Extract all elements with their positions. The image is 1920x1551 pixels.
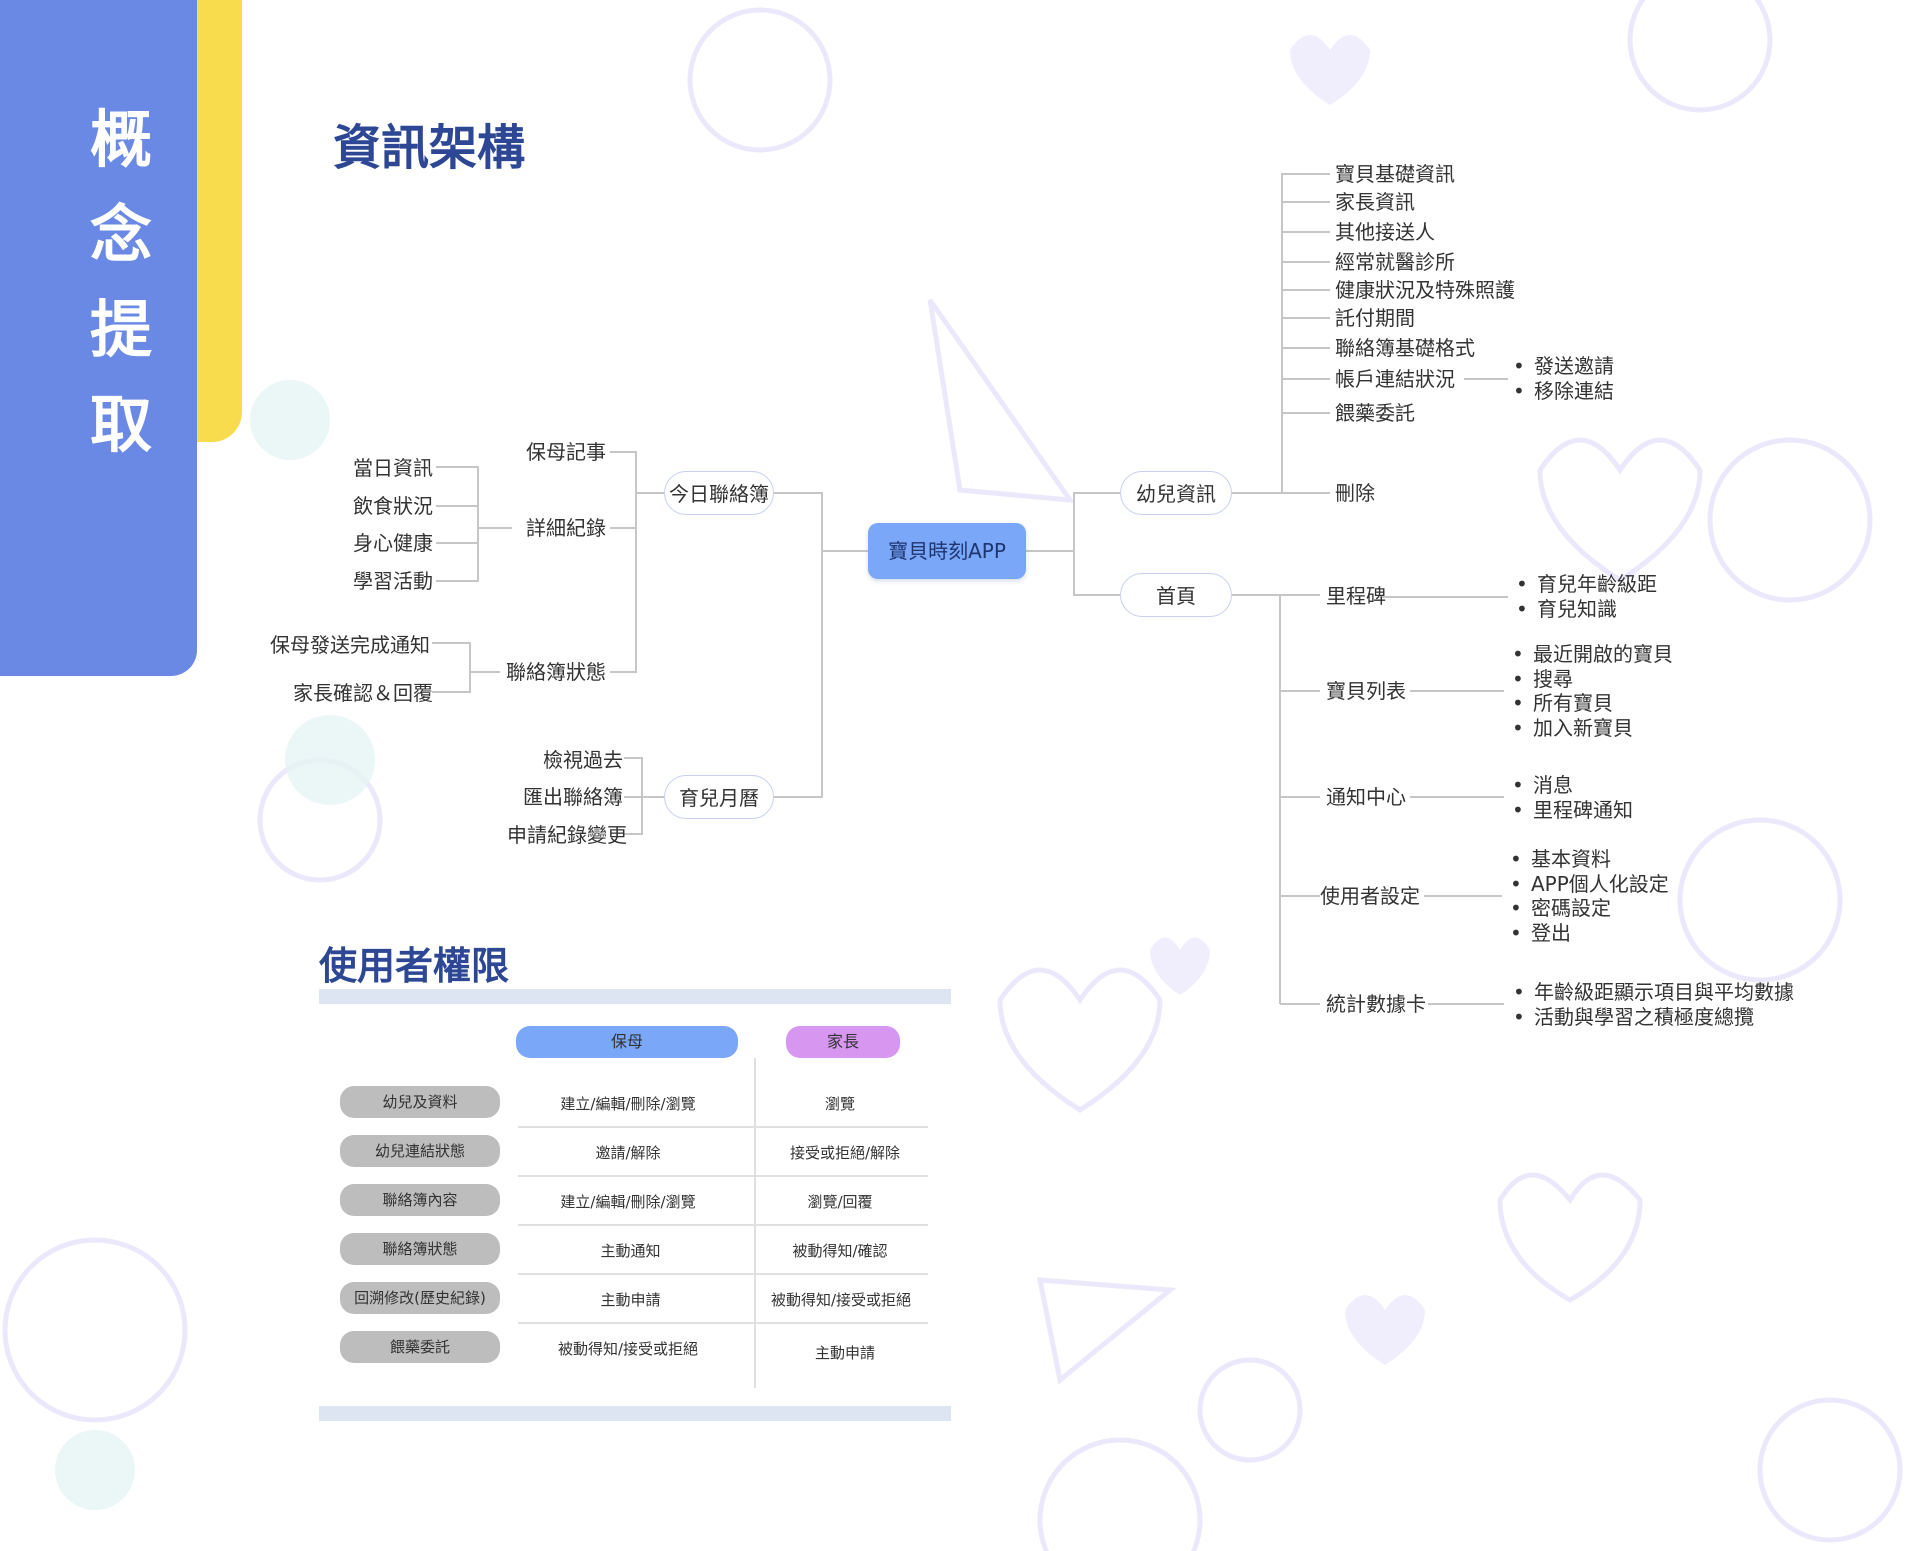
cell-parent: 主動申請 [814, 1344, 875, 1362]
node-parenting-calendar: 育兒月曆 [664, 775, 774, 819]
bullet-item: 最近開啟的寶貝 [1512, 642, 1673, 667]
bullet-item: 育兒年齡級距 [1516, 572, 1657, 597]
node-baby-list: 寶貝列表 [1326, 679, 1406, 703]
cell-nanny: 主動通知 [600, 1242, 661, 1260]
leaf-wellbeing: 身心健康 [353, 531, 433, 555]
row-label: 聯絡簿狀態 [340, 1233, 500, 1265]
cell-parent: 接受或拒絕/解除 [789, 1144, 901, 1162]
cell-nanny: 被動得知/接受或拒絕 [557, 1340, 699, 1358]
bullet-item: 移除連結 [1513, 379, 1614, 404]
column-header-nanny: 保母 [516, 1026, 738, 1058]
leaf-learning: 學習活動 [353, 569, 433, 593]
leaf-view-past: 檢視過去 [543, 748, 623, 772]
bullet-item: 活動與學習之積極度總攬 [1513, 1005, 1794, 1030]
node-contact-status: 聯絡簿狀態 [506, 660, 606, 684]
bullet-item: 里程碑通知 [1512, 798, 1633, 823]
bullet-item: 加入新寶貝 [1512, 716, 1673, 741]
row-divider [518, 1175, 928, 1177]
bullet-item: APP個人化設定 [1510, 872, 1669, 897]
leaf-nanny-sent: 保母發送完成通知 [270, 633, 430, 657]
table-bottom-bar [319, 1406, 951, 1421]
row-divider [518, 1126, 928, 1128]
info-architecture-title: 資訊架構 [333, 120, 526, 176]
cell-parent: 瀏覽/回覆 [807, 1193, 873, 1211]
bullet-item: 育兒知識 [1516, 597, 1657, 622]
permissions-title: 使用者權限 [319, 944, 510, 988]
cell-parent: 被動得知/接受或拒絕 [770, 1291, 912, 1309]
leaf-parent-confirm: 家長確認＆回覆 [293, 681, 433, 705]
table-top-bar [319, 989, 951, 1004]
node-home: 首頁 [1120, 573, 1232, 617]
leaf-delete: 刪除 [1335, 481, 1375, 505]
node-milestone: 里程碑 [1326, 584, 1386, 608]
side-tab-title: 概 念 提 取 [90, 92, 153, 472]
node-nanny-notes: 保母記事 [526, 440, 606, 464]
leaf-child-info: 家長資訊 [1335, 190, 1415, 214]
bullet-item: 搜尋 [1512, 667, 1673, 692]
cell-parent: 被動得知/確認 [792, 1242, 888, 1260]
leaf-child-info: 聯絡簿基礎格式 [1335, 336, 1475, 360]
root-node-app: 寶貝時刻APP [868, 523, 1026, 579]
node-notification-center: 通知中心 [1326, 785, 1406, 809]
leaf-daily-info: 當日資訊 [353, 456, 433, 480]
row-label: 幼兒連結狀態 [340, 1135, 500, 1167]
account-link-options: 發送邀請 移除連結 [1513, 354, 1614, 403]
leaf-child-info: 寶貝基礎資訊 [1335, 162, 1455, 186]
side-tab [0, 0, 197, 676]
side-tab-char: 念 [90, 198, 153, 271]
row-label: 餵藥委託 [340, 1331, 500, 1363]
side-tab-char: 取 [90, 388, 153, 461]
node-child-info: 幼兒資訊 [1120, 471, 1232, 515]
cell-nanny: 建立/編輯/刪除/瀏覽 [560, 1193, 696, 1211]
leaf-diet: 飲食狀況 [353, 494, 433, 518]
bullet-item: 消息 [1512, 773, 1633, 798]
row-divider [518, 1224, 928, 1226]
node-today-contact-book: 今日聯絡簿 [664, 471, 774, 515]
bullet-item: 密碼設定 [1510, 896, 1669, 921]
cell-nanny: 建立/編輯/刪除/瀏覽 [560, 1095, 696, 1113]
column-divider [754, 1058, 756, 1388]
column-header-parent: 家長 [786, 1026, 900, 1058]
leaf-child-info: 經常就醫診所 [1335, 250, 1455, 274]
side-tab-char: 提 [90, 293, 153, 366]
bullet-item: 基本資料 [1510, 847, 1669, 872]
leaf-export: 匯出聯絡簿 [523, 785, 623, 809]
bullet-item: 發送邀請 [1513, 354, 1614, 379]
row-label: 聯絡簿內容 [340, 1184, 500, 1216]
user-settings-items: 基本資料 APP個人化設定 密碼設定 登出 [1510, 847, 1669, 945]
node-stats-card: 統計數據卡 [1326, 992, 1426, 1016]
side-tab-char: 概 [90, 103, 153, 176]
bullet-item: 登出 [1510, 921, 1669, 946]
stats-card-items: 年齡級距顯示項目與平均數據 活動與學習之積極度總攬 [1513, 980, 1794, 1029]
bullet-item: 所有寶貝 [1512, 691, 1673, 716]
node-user-settings: 使用者設定 [1320, 884, 1420, 908]
row-label: 回溯修改(歷史紀錄) [340, 1282, 500, 1314]
leaf-child-info: 健康狀況及特殊照護 [1335, 278, 1515, 302]
row-divider [518, 1273, 928, 1275]
bullet-item: 年齡級距顯示項目與平均數據 [1513, 980, 1794, 1005]
row-label: 幼兒及資料 [340, 1086, 500, 1118]
cell-nanny: 主動申請 [600, 1291, 661, 1309]
leaf-child-info: 其他接送人 [1335, 220, 1435, 244]
row-divider [518, 1322, 928, 1324]
cell-nanny: 邀請/解除 [595, 1144, 661, 1162]
leaf-child-info: 託付期間 [1335, 306, 1415, 330]
milestone-items: 育兒年齡級距 育兒知識 [1516, 572, 1657, 621]
leaf-request-change: 申請紀錄變更 [507, 823, 627, 847]
cell-parent: 瀏覽 [824, 1095, 855, 1113]
baby-list-items: 最近開啟的寶貝 搜尋 所有寶貝 加入新寶貝 [1512, 642, 1673, 740]
leaf-account-link-status: 帳戶連結狀況 [1335, 367, 1455, 391]
node-detail-record: 詳細紀錄 [526, 516, 606, 540]
notification-items: 消息 里程碑通知 [1512, 773, 1633, 822]
leaf-medication-request: 餵藥委託 [1335, 401, 1415, 425]
